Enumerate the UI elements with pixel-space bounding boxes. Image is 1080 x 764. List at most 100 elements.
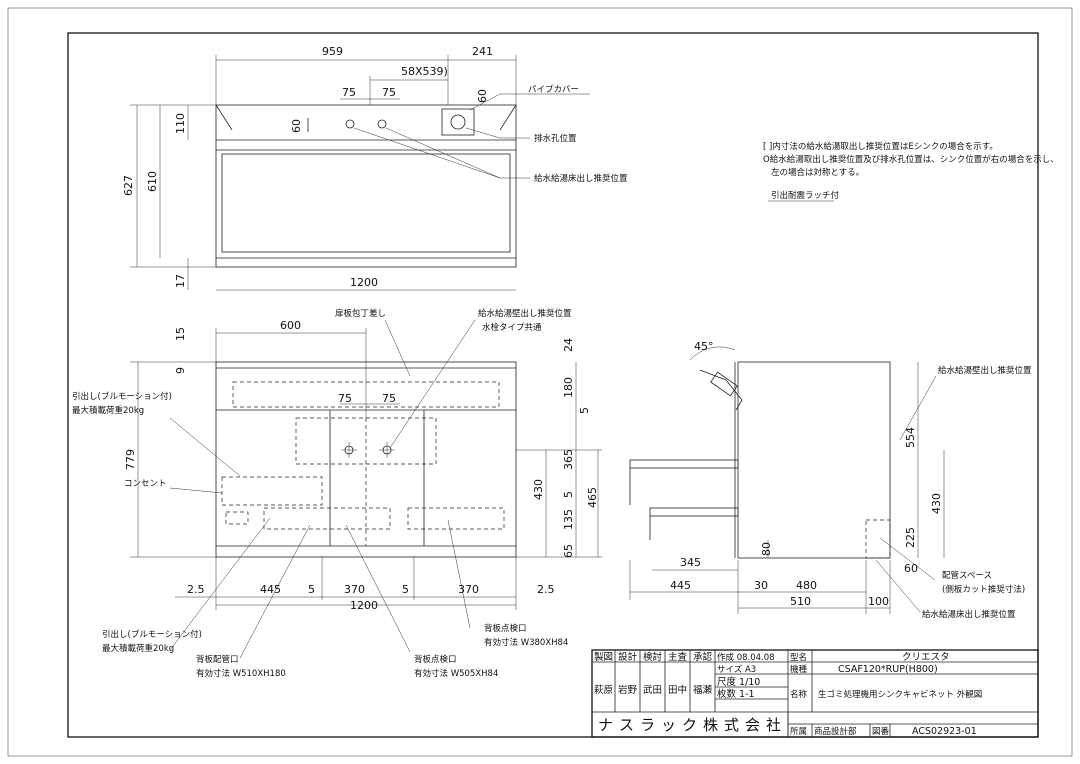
label-pipe-space: 配管スペース — [942, 570, 992, 581]
supply-hole-right — [377, 119, 387, 129]
label-drawer-bottom-load: 最大積載荷重20kg — [102, 643, 174, 654]
label-back-insp-mid-size: 有効寸法 W505XH84 — [414, 668, 498, 679]
dim-2-5-left: 2.5 — [187, 583, 205, 596]
dim-80: 80 — [760, 542, 773, 556]
dim-600: 600 — [280, 319, 301, 332]
dim-627: 627 — [122, 175, 135, 196]
tb-type-label: 機種 — [790, 664, 808, 675]
drain-hole — [450, 114, 466, 130]
tb-name-2: 武田 — [643, 684, 662, 696]
dim-510: 510 — [790, 595, 811, 608]
tb-drawing-no-value: ACS02923-01 — [912, 726, 977, 737]
label-supply-wall-front: 給水給湯壁出し推奨位置 — [478, 308, 572, 319]
dim-241: 241 — [472, 45, 493, 58]
label-supply-floor-top: 給水給湯床出し推奨位置 — [534, 173, 628, 184]
label-drawer-bottom: 引出し(ブルモーション付) — [102, 629, 202, 640]
dim-45deg: 45° — [694, 340, 714, 353]
label-drawer-top-load: 最大積載荷重20kg — [72, 405, 144, 416]
tb-model-value: クリエスタ — [902, 652, 950, 663]
cabinet-side-outline — [737, 361, 891, 559]
tb-name-label: 名称 — [790, 689, 808, 700]
tb-role-1: 設計 — [618, 651, 638, 663]
tb-role-2: 検討 — [643, 651, 663, 663]
label-knife-slot: 扉板包丁差し — [335, 308, 386, 319]
dim-5-b: 5 — [562, 491, 575, 498]
supply-hole-left — [345, 119, 355, 129]
dim-480: 480 — [796, 579, 817, 592]
dim-15: 15 — [174, 327, 187, 341]
cabinet-plan-outline — [215, 104, 517, 268]
tb-name-0: 萩原 — [594, 685, 613, 696]
dim-370-b: 370 — [458, 583, 479, 596]
dim-60-b: 60 — [476, 89, 489, 103]
dim-779: 779 — [124, 449, 137, 470]
tb-created: 作成 08.04.08 — [717, 652, 775, 663]
dim-5-c: 5 — [308, 583, 315, 596]
tb-name-4: 福瀬 — [693, 684, 713, 696]
note-line-3: 左の場合は対称とする。 — [771, 167, 864, 178]
dim-2-5-right: 2.5 — [537, 583, 555, 596]
tb-scale: 尺度 1/10 — [717, 676, 760, 688]
notes: [ ]内寸法の給水給湯取出し推奨位置はEシンクの場合を示す。 O給水給湯取出し推… — [763, 141, 1059, 202]
front-view: 600 15 9 24 180 5 75 75 365 5 135 65 430… — [72, 308, 602, 679]
label-outlet: コンセント — [124, 479, 167, 489]
label-drain-hole: 排水孔位置 — [534, 133, 577, 144]
dim-345: 345 — [680, 556, 701, 569]
pipe-cover-box — [441, 108, 475, 136]
dim-65: 65 — [562, 544, 575, 558]
dim-370-a: 370 — [344, 583, 365, 596]
dim-959: 959 — [322, 45, 343, 58]
label-drawer-top: 引出し(ブルモーション付) — [72, 391, 172, 402]
tb-sheets: 枚数 1-1 — [717, 688, 755, 700]
drawing-frame — [67, 32, 1039, 738]
dim-430-side: 430 — [930, 493, 943, 514]
label-back-insp-mid: 背板点検口 — [414, 654, 457, 665]
label-supply-floor-side: 給水給湯床出し推奨位置 — [922, 609, 1016, 620]
tb-model-label: 型名 — [790, 652, 807, 663]
label-back-pipe-port: 背板配管口 — [196, 654, 239, 665]
dim-5-a: 5 — [578, 407, 591, 414]
label-pipe-space-note: (側板カット推奨寸法) — [942, 584, 1025, 595]
title-block: 製図 設計 検討 主査 承認 萩原 岩野 武田 田中 福瀬 作成 08.04.0… — [591, 649, 1039, 738]
tb-dept-value: 商品設計部 — [814, 726, 857, 737]
dim-30: 30 — [754, 579, 768, 592]
dim-589-539: 58X539) — [401, 65, 448, 78]
dim-60-a: 60 — [290, 119, 303, 133]
label-back-pipe-size: 有効寸法 W510XH180 — [196, 668, 286, 679]
tb-drawing-no-label: 図番 — [872, 726, 890, 737]
tb-company: ナスラック株式会社 — [598, 716, 787, 734]
dim-17: 17 — [174, 274, 187, 288]
dim-465: 465 — [586, 487, 599, 508]
dim-610: 610 — [146, 171, 159, 192]
dim-9: 9 — [174, 367, 187, 374]
dim-60-side: 60 — [904, 562, 918, 575]
label-back-insp-right: 背板点検口 — [484, 623, 527, 634]
dim-445-side: 445 — [670, 579, 691, 592]
tb-name-3: 田中 — [668, 684, 687, 696]
dim-100: 100 — [868, 595, 889, 608]
dim-445-front: 445 — [260, 583, 281, 596]
dim-554: 554 — [904, 427, 917, 448]
tb-size: サイズ A3 — [717, 664, 756, 675]
dim-365: 365 — [562, 449, 575, 470]
note-line-2: O給水給湯取出し推奨位置及び排水孔位置は、シンク位置が右の場合を示し、 — [763, 154, 1059, 165]
tb-dept-label: 所属 — [790, 726, 807, 737]
note-line-1: [ ]内寸法の給水給湯取出し推奨位置はEシンクの場合を示す。 — [763, 141, 998, 152]
outer-border — [7, 7, 1073, 757]
tb-name-1: 岩野 — [618, 684, 638, 696]
note-latch: 引出耐震ラッチ付 — [771, 190, 840, 201]
tb-role-3: 主査 — [668, 651, 688, 663]
tb-name-value: 生ゴミ処理機用シンクキャビネット 外観図 — [818, 689, 982, 700]
dim-1200-top: 1200 — [350, 276, 378, 289]
dim-1200-front: 1200 — [350, 599, 378, 612]
label-back-insp-right-size: 有効寸法 W380XH84 — [484, 637, 568, 648]
top-view: 959 241 58X539) 75 75 60 60 110 627 610 … — [122, 45, 628, 291]
dim-75-c: 75 — [338, 392, 352, 405]
tb-role-4: 承認 — [693, 651, 713, 663]
dim-75-a: 75 — [342, 86, 356, 99]
side-view: 45° 554 225 430 60 80 345 445 30 480 510… — [629, 340, 1032, 620]
label-supply-wall-side: 給水給湯壁出し推奨位置 — [938, 365, 1032, 376]
dim-24: 24 — [562, 338, 575, 352]
dim-75-b: 75 — [382, 86, 396, 99]
